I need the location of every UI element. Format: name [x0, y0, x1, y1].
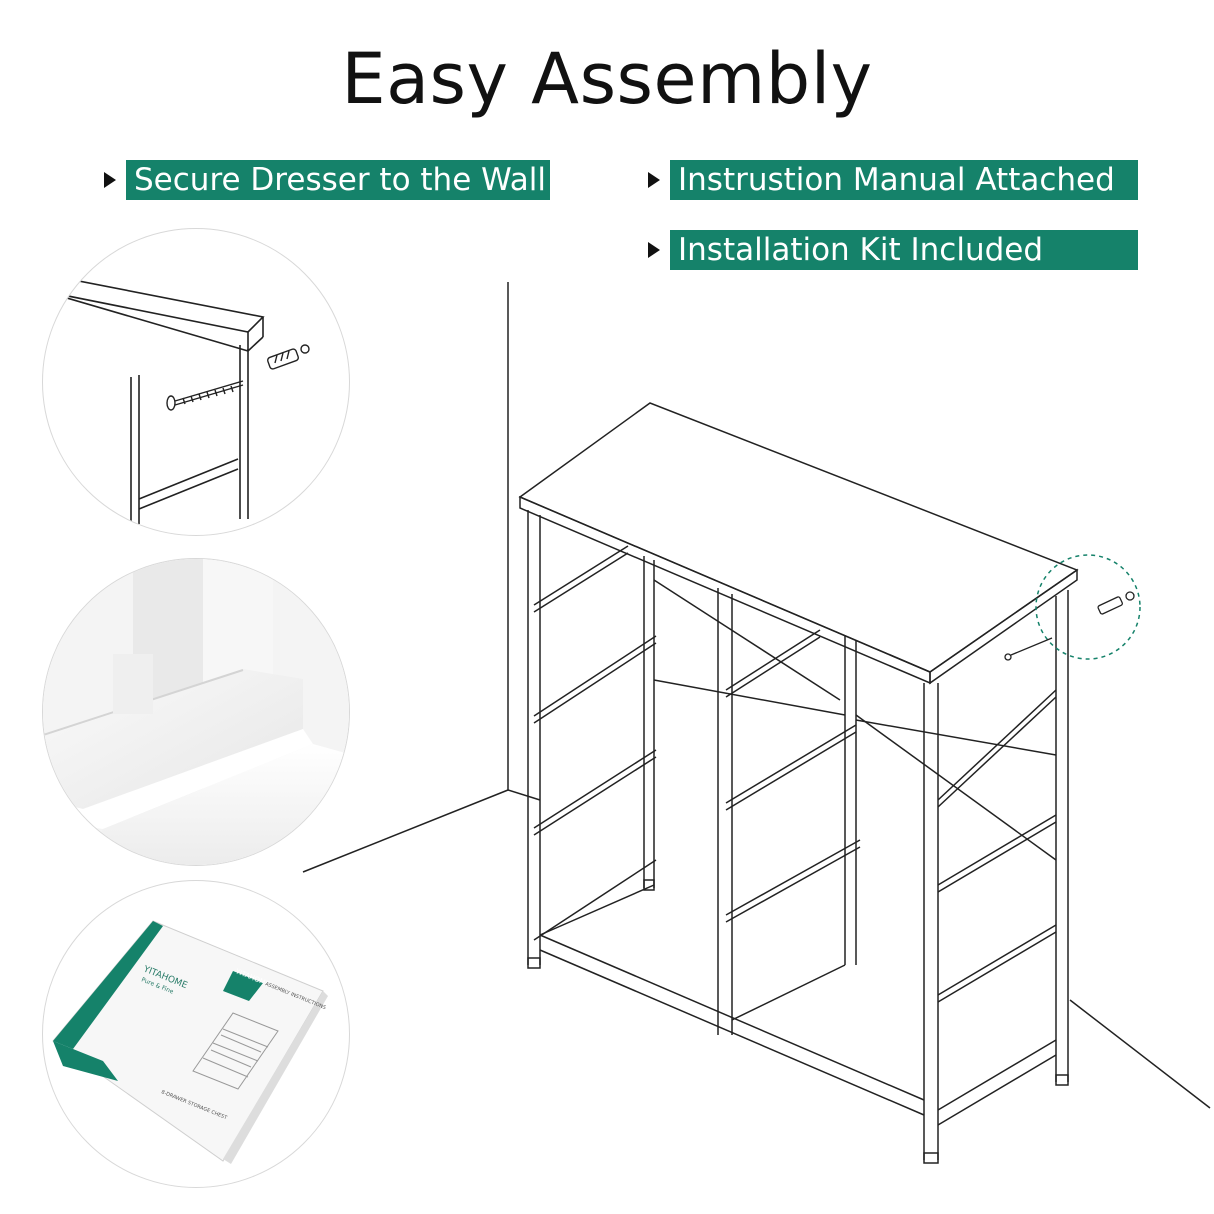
triangle-bullet-icon	[648, 172, 660, 188]
screw-icon	[166, 380, 244, 411]
screw-icon	[1004, 637, 1053, 661]
page-title: Easy Assembly	[341, 38, 873, 120]
wall-anchor-icon	[1097, 591, 1135, 615]
feature-label: Secure Dresser to the Wall	[126, 160, 550, 200]
triangle-bullet-icon	[648, 242, 660, 258]
instruction-manual-detail: YITAHOME Pure & Fine YITAHOME ASSEMBLY I…	[42, 880, 350, 1188]
feature-kit: Installation Kit Included	[648, 230, 1138, 270]
feature-manual: Instrustion Manual Attached	[648, 160, 1138, 200]
feature-secure-wall: Secure Dresser to the Wall	[104, 160, 550, 200]
feature-label: Installation Kit Included	[670, 230, 1138, 270]
material-closeup	[42, 558, 350, 866]
white-panel-illustration	[43, 559, 349, 865]
feature-label: Instrustion Manual Attached	[670, 160, 1138, 200]
dresser-wall-illustration	[302, 282, 1211, 1164]
wall-anchor-detail	[42, 228, 350, 536]
manual-illustration: YITAHOME Pure & Fine YITAHOME ASSEMBLY I…	[52, 920, 328, 1164]
wall-anchor-icon	[266, 344, 310, 370]
detail-highlight-circle	[1035, 554, 1141, 660]
dresser-corner-illustration	[43, 273, 310, 524]
triangle-bullet-icon	[104, 172, 116, 188]
